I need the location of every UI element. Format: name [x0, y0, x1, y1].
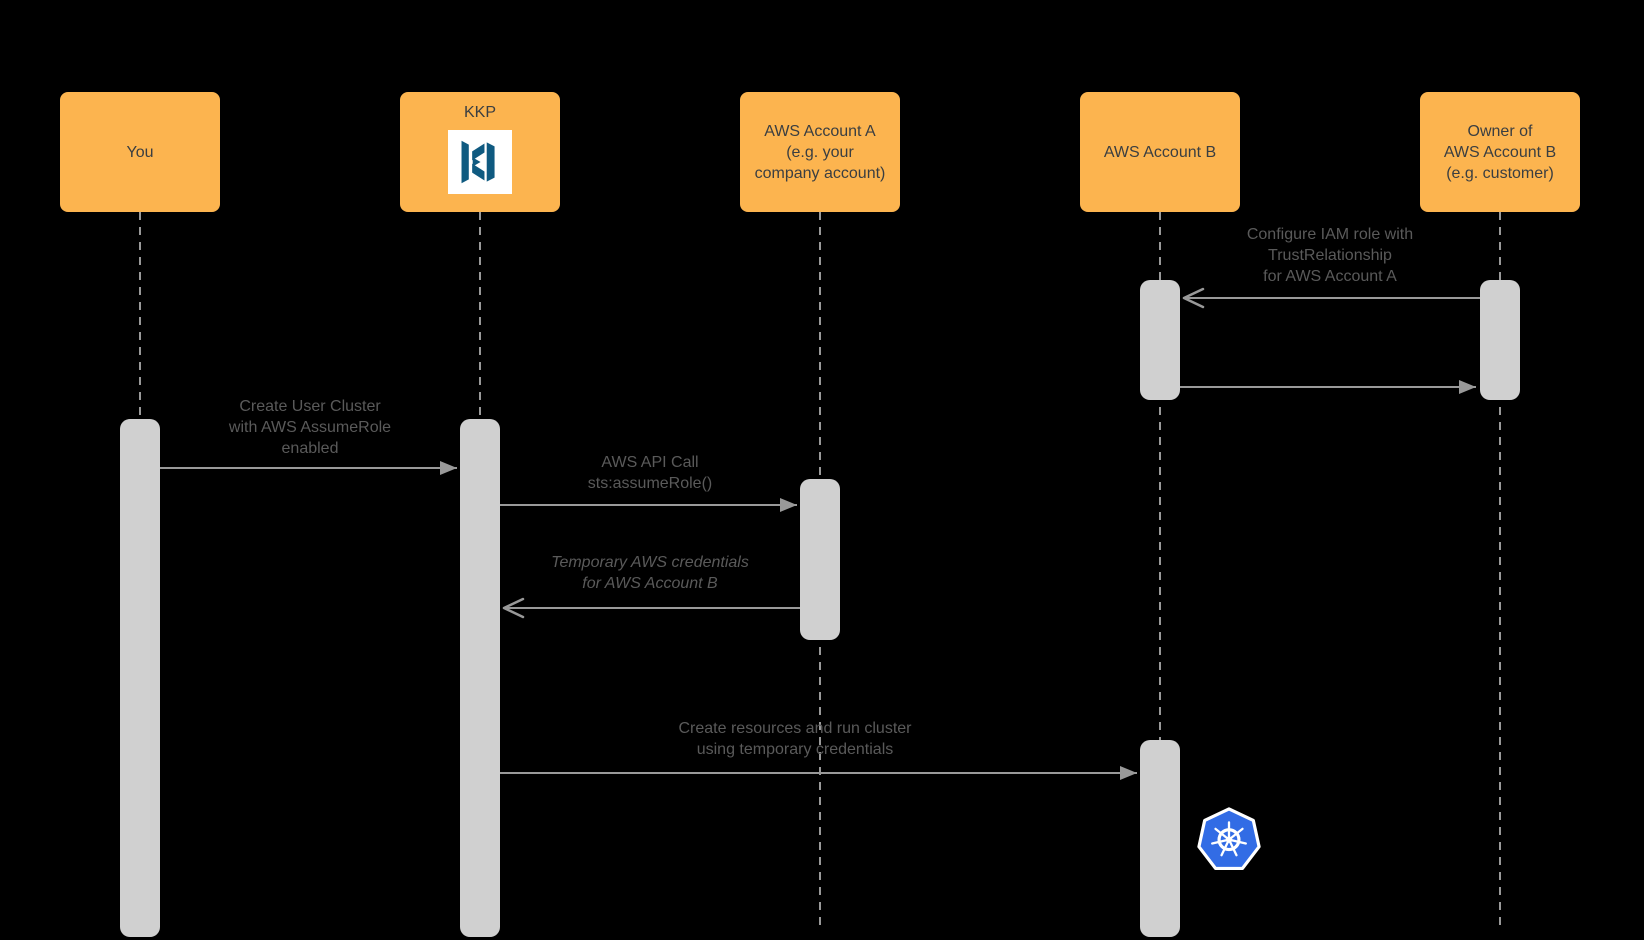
message-label-configure-iam-role: Configure IAM role with TrustRelationshi…	[1246, 226, 1414, 285]
actor-label-kkp: KKP	[463, 104, 496, 121]
actor-label-aws-account-b: AWS Account B	[1103, 143, 1217, 161]
kubermatic-logo-icon	[448, 130, 512, 194]
actor-box-kkp: KKP	[400, 92, 560, 212]
activation-aws-account-b-1	[1140, 280, 1180, 400]
kubernetes-logo-icon	[1197, 807, 1261, 871]
activation-you	[120, 419, 160, 937]
activation-kkp	[460, 419, 500, 937]
actor-box-aws-account-b: AWS Account B	[1080, 92, 1240, 212]
activation-aws-account-a	[800, 479, 840, 640]
message-label-temporary-credentials: Temporary AWS credentials for AWS Accoun…	[551, 554, 749, 592]
activation-aws-account-b-2	[1140, 740, 1180, 937]
activation-owner-account-b	[1480, 280, 1520, 400]
actor-label-owner-account-b: Owner of AWS Account B (e.g. customer)	[1443, 122, 1557, 182]
message-label-sts-assumerole: AWS API Call sts:assumeRole()	[587, 454, 713, 492]
actor-box-you: You	[60, 92, 220, 212]
actor-box-aws-account-a: AWS Account A (e.g. your company account…	[740, 92, 900, 212]
actor-box-owner-account-b: Owner of AWS Account B (e.g. customer)	[1420, 92, 1580, 212]
message-label-create-user-cluster: Create User Cluster with AWS AssumeRole …	[228, 398, 392, 457]
actor-label-you: You	[126, 143, 154, 161]
actor-label-aws-account-a: AWS Account A (e.g. your company account…	[754, 122, 886, 182]
message-label-create-resources: Create resources and run cluster using t…	[678, 720, 912, 758]
